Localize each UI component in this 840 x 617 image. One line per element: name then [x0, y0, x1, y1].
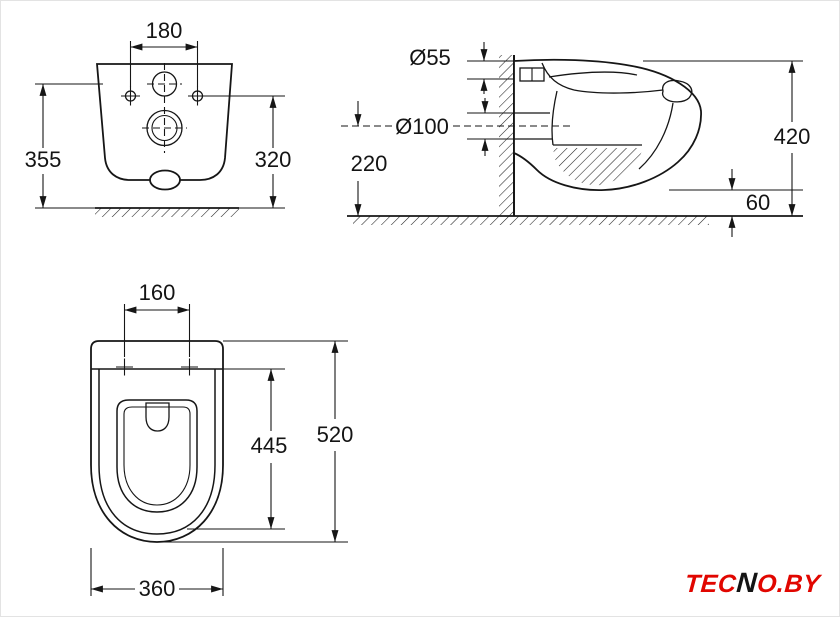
side-interior-lines: [514, 62, 693, 170]
dim-overall-width-360: 360: [90, 548, 224, 601]
bowl-opening-inner: [123, 406, 191, 506]
dim-label-520: 520: [317, 422, 354, 447]
dim-height-320: 320: [207, 95, 292, 208]
seat-outline: [98, 369, 216, 535]
dim-label-220: 220: [351, 151, 388, 176]
dim-label-320: 320: [255, 147, 292, 172]
dim-label-360: 360: [139, 576, 176, 601]
dim-label-180: 180: [146, 18, 183, 43]
logo-text-oby: O.BY: [756, 570, 822, 598]
logo-text-tec: TEC: [683, 570, 738, 598]
bowl-opening-outer: [116, 399, 198, 513]
inlet-hole: [151, 71, 178, 97]
hinge-mark-right: [181, 358, 198, 376]
dim-label-60: 60: [746, 190, 770, 215]
dim-label-445: 445: [251, 433, 288, 458]
outlet-front: [149, 169, 181, 191]
flush-distributor: [145, 402, 170, 432]
tecno-by-logo: TECNO.BY: [684, 567, 822, 599]
dim-label-420: 420: [774, 124, 811, 149]
dim-hinge-spacing-160: 160: [123, 280, 191, 357]
logo-text-n: N: [735, 567, 759, 598]
dim-height-355: 355: [25, 83, 103, 208]
dim-outlet-d100: Ø100: [395, 98, 514, 156]
flush-opening-outer: [146, 109, 183, 147]
dim-hole-spacing-180: 180: [129, 18, 199, 87]
dim-outlet-height-220: 220: [351, 101, 388, 216]
dim-label-d55: Ø55: [409, 45, 451, 70]
ground-hatch-front: [35, 207, 285, 217]
dim-overall-height-420: 420: [643, 60, 811, 216]
dim-label-355: 355: [25, 147, 62, 172]
dim-inner-depth-445: 445: [187, 368, 288, 530]
side-view: Ø55 Ø100 220 420 60: [341, 42, 810, 237]
toilet-top-outline: [90, 340, 224, 543]
fixing-hole-right: [188, 86, 207, 106]
hinge-mark-left: [116, 358, 133, 376]
fixing-hole-left: [121, 86, 140, 106]
floor-hatch-side: [347, 215, 803, 225]
water-level: [553, 144, 643, 186]
top-view: 160 445 520 360: [90, 280, 354, 601]
dim-label-160: 160: [139, 280, 176, 305]
dim-inlet-d55: Ø55: [409, 42, 514, 94]
dim-clearance-60: 60: [669, 169, 803, 237]
flush-opening-inner: [151, 114, 178, 142]
dim-label-d100: Ø100: [395, 114, 449, 139]
front-view: 180 355 320: [25, 18, 292, 217]
dim-overall-depth-520: 520: [163, 340, 354, 543]
